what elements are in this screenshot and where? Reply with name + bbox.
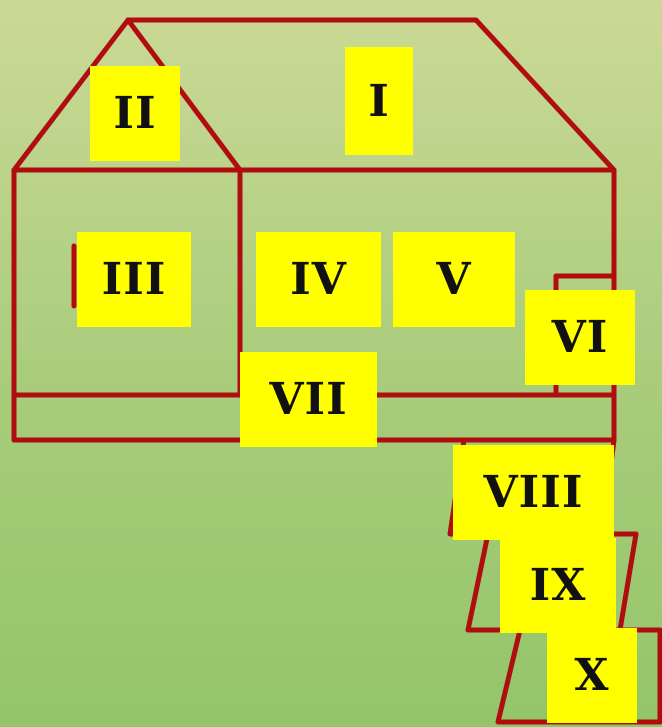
label-V: V [393,232,515,327]
label-VII: VII [240,352,377,447]
main-roof-outline [11,17,617,173]
gable-right-edge [125,17,243,173]
label-II: II [90,66,180,161]
label-III: III [77,232,191,327]
label-VIII: VIII [453,445,614,540]
label-IX: IX [500,538,616,633]
label-X: X [547,628,637,723]
label-I: I [345,47,413,155]
label-VI: VI [525,290,635,385]
label-IV: IV [256,232,381,327]
